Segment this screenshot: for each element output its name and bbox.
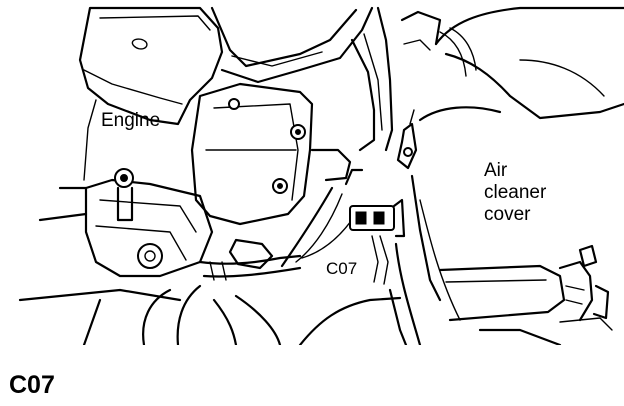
- harness-clip: [396, 109, 418, 170]
- air-cleaner-cover: [298, 106, 610, 345]
- connector-c07-label: C07: [326, 259, 358, 278]
- air-cleaner-cover-label: Air cleaner cover: [484, 160, 546, 226]
- throttle-body: [190, 82, 352, 226]
- lower-hoses: [82, 238, 302, 345]
- engine-valve-cover: [78, 6, 224, 181]
- c07-connector: [349, 198, 406, 285]
- engine-block: [18, 168, 214, 302]
- air-cleaner-cover-label-line-1: Air: [484, 160, 508, 181]
- engine-label: Engine: [101, 110, 161, 131]
- intake-hoses: [210, 6, 394, 152]
- air-intake-duct: [400, 6, 624, 120]
- figure-code: C07: [9, 371, 55, 399]
- air-cleaner-cover-label-line-2: cleaner: [484, 182, 547, 203]
- air-cleaner-cover-label-line-3: cover: [484, 204, 531, 225]
- engine-bay-line-drawing: [18, 6, 624, 345]
- misc-hardware: [388, 244, 613, 345]
